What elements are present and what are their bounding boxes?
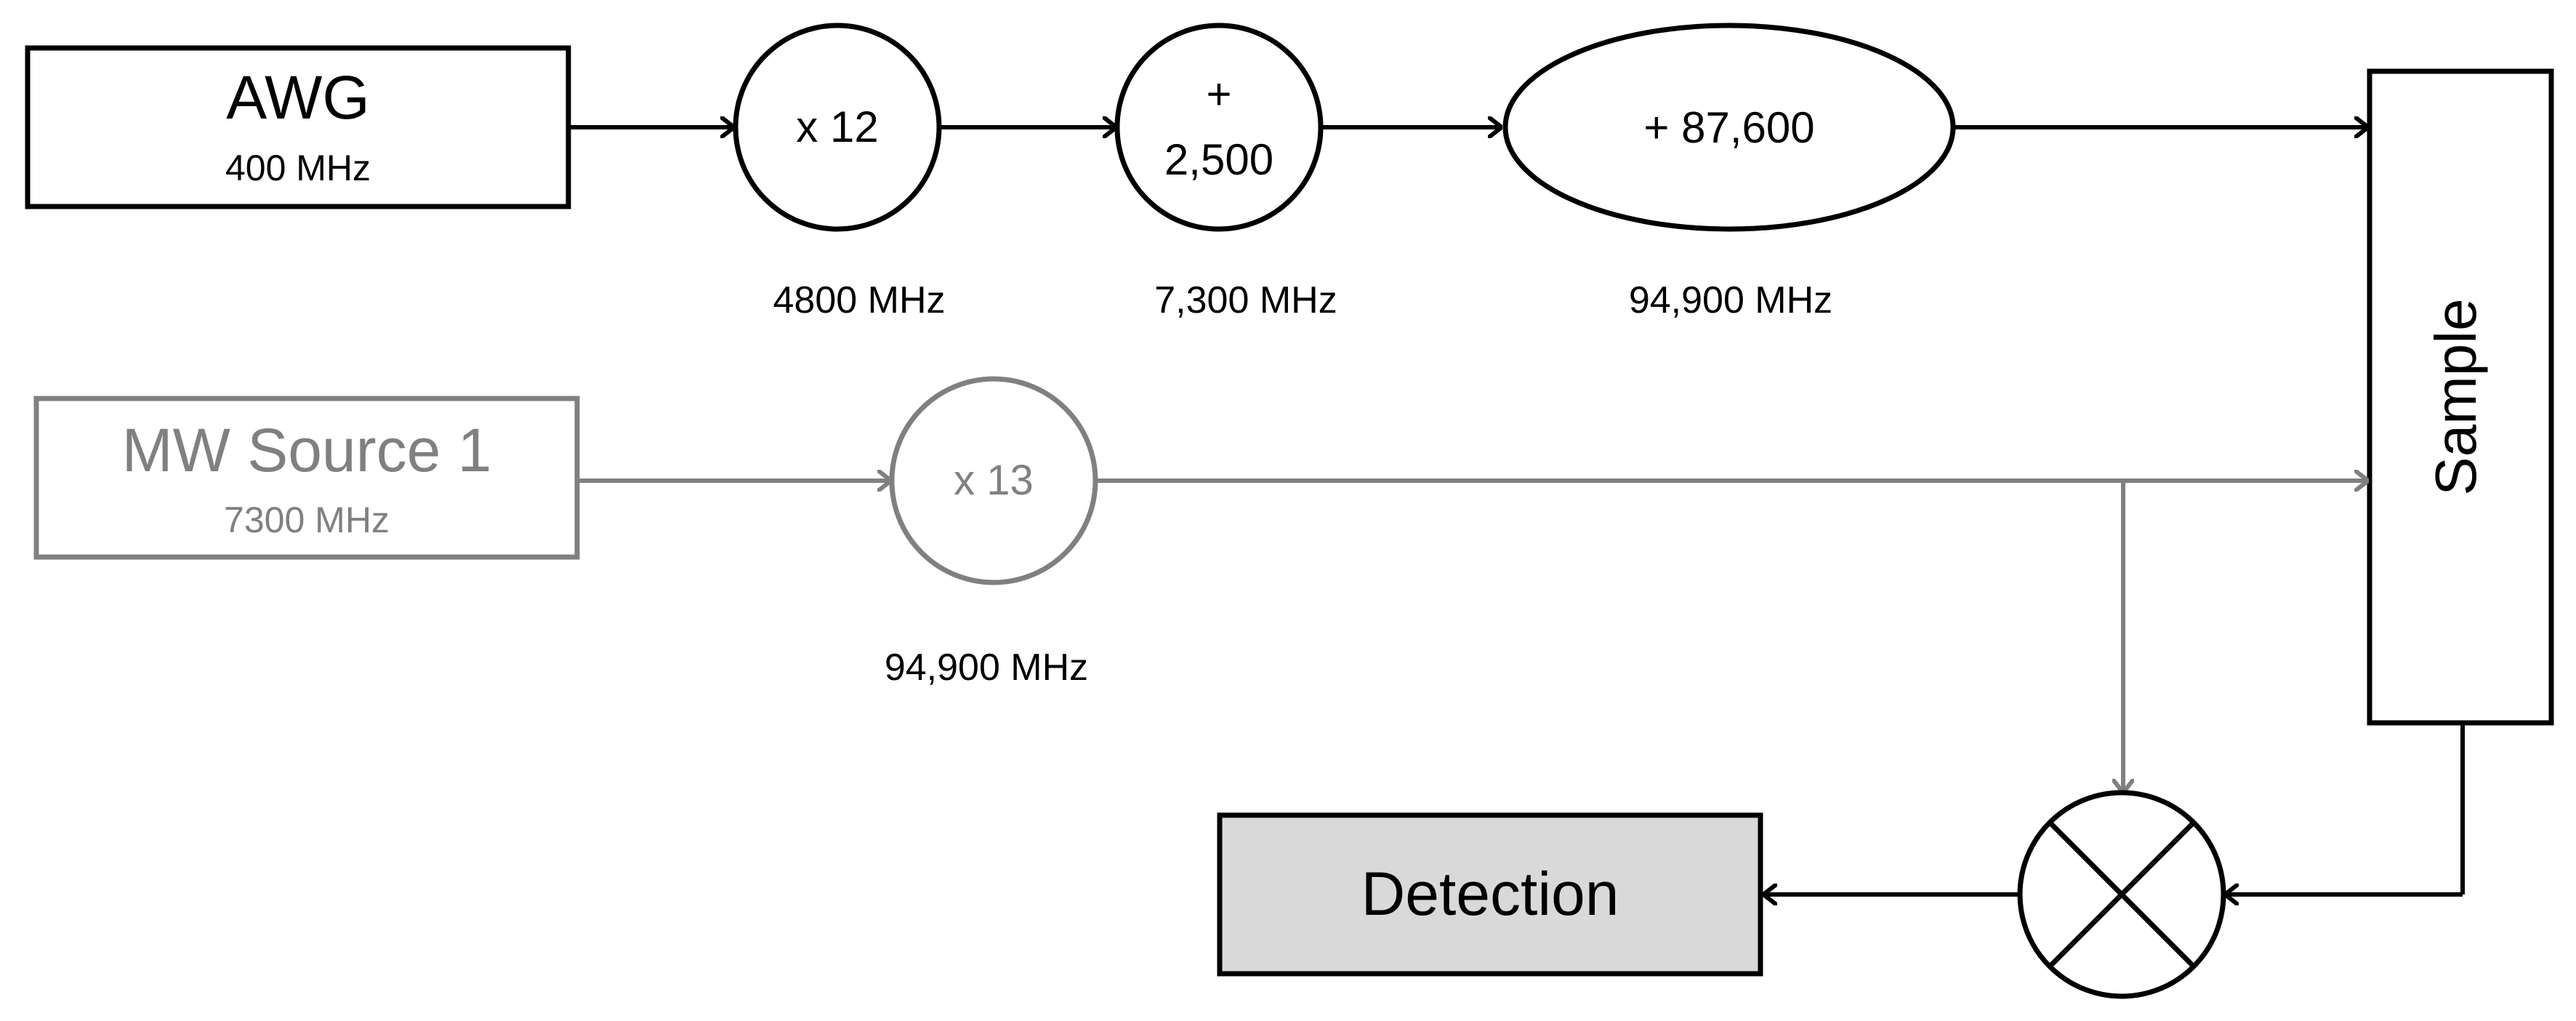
- multiplier-x12: x 12: [733, 23, 942, 232]
- mw-source-frequency: 7300 MHz: [224, 500, 390, 540]
- adder-87600-output-frequency: 94,900 MHz: [1629, 279, 1832, 321]
- mw-source-title: MW Source 1: [122, 416, 492, 484]
- adder-2500-circle: [1114, 23, 1324, 232]
- awg-box: [25, 45, 571, 209]
- adder-2500-output-frequency: 7,300 MHz: [1154, 279, 1337, 321]
- detection-box: [1217, 812, 1763, 977]
- adder-87600: + 87,600: [1502, 23, 1956, 232]
- multiplier-x12-label: x 12: [796, 103, 878, 151]
- adder-2500-sign: +: [1206, 70, 1231, 119]
- adder-87600-label: + 87,600: [1643, 103, 1814, 152]
- detection-block: Detection: [1217, 812, 1763, 977]
- mw-source-box: [33, 396, 580, 560]
- awg-block: AWG 400 MHz: [25, 45, 571, 209]
- mixer-x-icon: [2017, 790, 2226, 999]
- adder-2500: + 2,500: [1114, 23, 1324, 232]
- sample-box: [2367, 68, 2554, 726]
- multiplier-x13-label: x 13: [954, 457, 1034, 504]
- detection-label: Detection: [1361, 860, 1619, 928]
- sample-label: Sample: [2423, 298, 2488, 495]
- sample-block: Sample: [2367, 68, 2554, 726]
- multiplier-x13-output-frequency: 94,900 MHz: [885, 646, 1088, 689]
- multiplier-x12-output-frequency: 4800 MHz: [773, 279, 946, 321]
- awg-frequency: 400 MHz: [225, 148, 371, 188]
- awg-title: AWG: [226, 63, 370, 132]
- multiplier-x13: x 13: [889, 376, 1098, 585]
- adder-2500-value: 2,500: [1164, 135, 1273, 184]
- mw-source-block: MW Source 1 7300 MHz: [33, 396, 580, 560]
